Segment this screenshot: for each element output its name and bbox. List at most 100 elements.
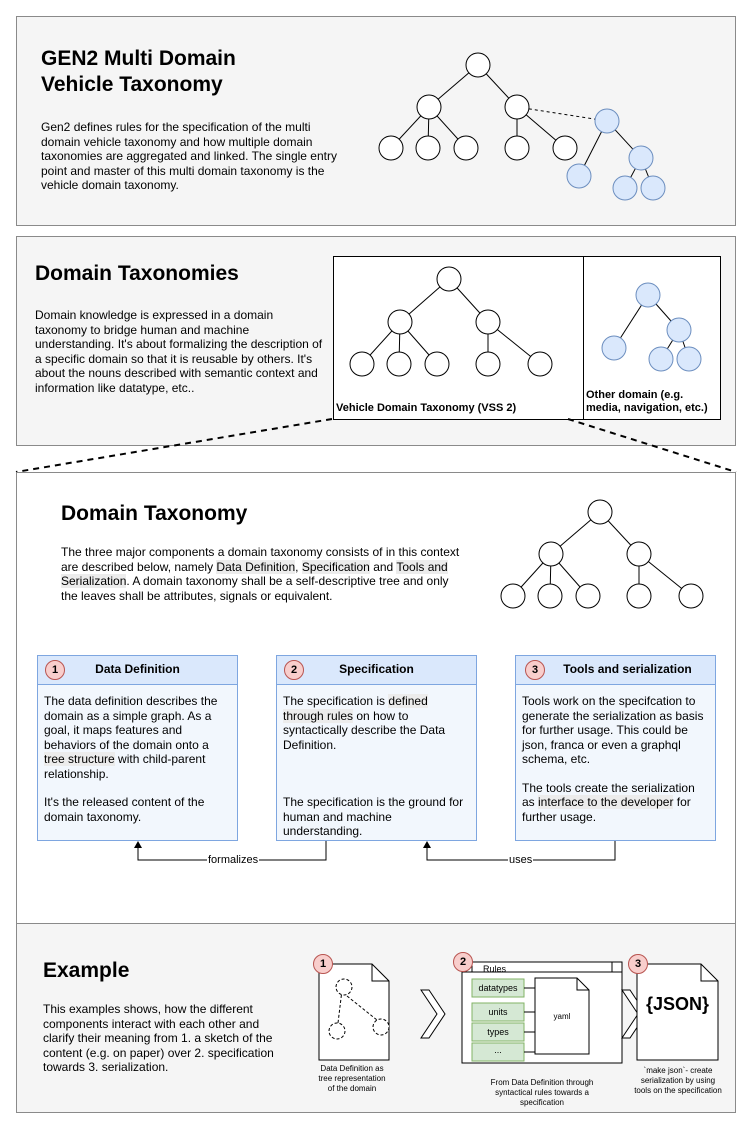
domain-taxonomy-title: Domain Taxonomy [61, 502, 248, 525]
step1-caption: Data Definition as tree representation o… [297, 1064, 407, 1094]
sketch-document [318, 963, 390, 1061]
rule-item: types [487, 1027, 509, 1037]
vss-caption: Vehicle Domain Taxonomy (VSS 2) [336, 402, 517, 414]
taxonomy-node [500, 583, 526, 609]
gen2-node [465, 52, 491, 78]
step2-caption: From Data Definition through syntactical… [469, 1078, 615, 1108]
other-domain-tree [601, 282, 702, 372]
other-domain-node [601, 335, 627, 361]
gen2-description: Gen2 defines rules for the specification… [41, 120, 337, 192]
separator: , [295, 559, 302, 574]
card-title: Data Definition [95, 662, 180, 676]
caption-line: `make json`- create [643, 1066, 713, 1075]
vss-node [387, 309, 413, 335]
gen2-node [552, 135, 578, 161]
other-domain-node [648, 346, 674, 372]
separator: and [369, 559, 397, 574]
vss-tree [349, 266, 553, 377]
taxonomy-node [537, 583, 563, 609]
domain-taxonomy-tree [500, 499, 704, 609]
example-description: This examples shows, how the different c… [43, 1002, 274, 1074]
other-domain-node [676, 346, 702, 372]
rule-item: ... [494, 1045, 502, 1055]
card-body: The specification is defined through rul… [283, 694, 470, 839]
card-paragraph: The specification is defined through rul… [283, 694, 470, 752]
chevron-right-icon [420, 989, 446, 1039]
caption-line: tools on the specification [634, 1086, 722, 1095]
gen2-other-node [612, 175, 638, 201]
vss-box: Vehicle Domain Taxonomy (VSS 2) [333, 256, 585, 420]
example-flow [318, 961, 719, 1064]
gen2-other-node [566, 163, 592, 189]
text: The specification is [283, 694, 389, 708]
domain-taxonomies-panel: Domain Taxonomies Domain knowledge is ex… [16, 236, 736, 446]
domain-taxonomy-description: The three major components a domain taxo… [61, 545, 466, 603]
card-paragraph: It's the released content of the domain … [44, 795, 205, 824]
vss-node [436, 266, 462, 292]
text: on how to syntactically describe the Dat… [283, 708, 446, 752]
text: The tools create the serialization as [522, 780, 695, 810]
taxonomy-node [575, 583, 601, 609]
uses-label: uses [508, 854, 534, 866]
step-badge: 1 [313, 954, 333, 974]
gen2-node [504, 94, 530, 120]
card-paragraph: The data definition describes the domain… [44, 694, 231, 781]
domain-taxonomies-description: Domain knowledge is expressed in a domai… [35, 308, 323, 395]
card-title: Tools and serialization [563, 662, 692, 676]
step-badge: 3 [525, 660, 545, 680]
gen2-title-line2: Vehicle Taxonomy [41, 73, 223, 96]
highlight: interface to the developer [538, 795, 674, 809]
step-badge: 2 [453, 952, 473, 972]
taxonomy-node [538, 541, 564, 567]
text: with child-parent relationship. [44, 752, 206, 781]
highlight: tree structure [44, 752, 115, 766]
vss-node [424, 351, 450, 377]
text: The data definition describes the domain… [44, 694, 218, 752]
yaml-label: yaml [553, 1012, 571, 1021]
caption-line: Data Definition as [320, 1064, 384, 1073]
highlight-specification: Specification [301, 559, 370, 574]
card-specification: 2 Specification The specification is def… [276, 655, 477, 841]
gen2-title: GEN2 Multi Domain Vehicle Taxonomy [41, 46, 236, 98]
caption-line: serialization by using [640, 1076, 716, 1085]
relation-arrows [134, 841, 616, 861]
domain-taxonomy-intro: The three major components a domain taxo… [61, 545, 460, 574]
gen2-other-node [628, 145, 654, 171]
vss-node [386, 351, 412, 377]
example-title: Example [43, 959, 130, 982]
formalizes-label: formalizes [207, 854, 260, 866]
rules-label: Rules [483, 964, 507, 974]
other-domain-box: Other domain (e.g. media, navigation, et… [583, 256, 721, 420]
card-paragraph: The specification is the ground for huma… [283, 795, 464, 838]
caption-line: of the domain [327, 1084, 377, 1093]
gen2-title-line1: GEN2 Multi Domain [41, 47, 236, 70]
other-domain-caption-line2: media, navigation, etc.) [586, 402, 708, 414]
vss-node [475, 351, 501, 377]
gen2-other-node [594, 108, 620, 134]
card-body: Tools work on the specifcation to genera… [522, 694, 709, 824]
gen2-node [453, 135, 479, 161]
step-badge: 1 [45, 660, 65, 680]
card-paragraph: The tools create the serialization as in… [522, 781, 709, 825]
domain-taxonomies-title: Domain Taxonomies [35, 262, 239, 285]
other-domain-node [666, 317, 692, 343]
specification-window [461, 961, 623, 1064]
rule-item: units [488, 1007, 508, 1017]
card-data-definition: 1 Data Definition The data definition de… [37, 655, 238, 841]
card-tools-serialization: 3 Tools and serialization Tools work on … [515, 655, 716, 841]
card-header: 1 Data Definition [38, 656, 237, 685]
vss-node [475, 309, 501, 335]
card-paragraph: Tools work on the specifcation to genera… [522, 694, 704, 766]
step-badge: 3 [628, 954, 648, 974]
other-domain-caption-line1: Other domain (e.g. [586, 389, 684, 401]
caption-line: specification [519, 1098, 565, 1107]
gen2-node [415, 135, 441, 161]
card-header: 2 Specification [277, 656, 476, 685]
json-label: {JSON} [645, 994, 710, 1014]
card-title: Specification [339, 662, 414, 676]
vss-node [527, 351, 553, 377]
text: for further usage. [522, 795, 691, 824]
caption-line: From Data Definition through [490, 1078, 594, 1087]
other-domain-node [635, 282, 661, 308]
